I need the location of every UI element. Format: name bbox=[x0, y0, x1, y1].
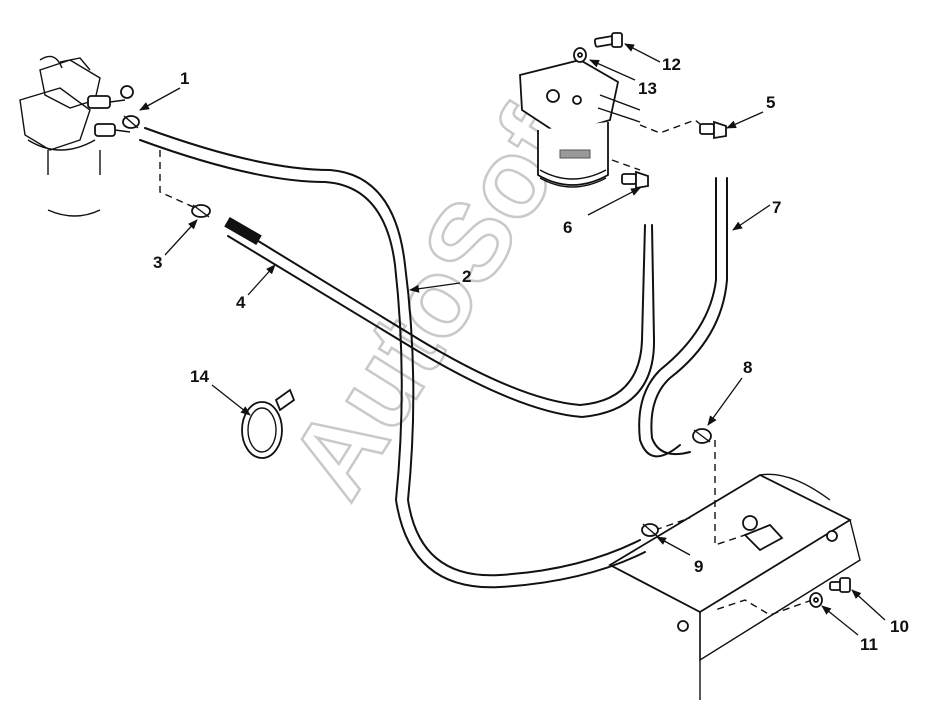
callout-3: 3 bbox=[153, 253, 162, 272]
fuel-pump-assembly bbox=[19, 55, 134, 217]
clamp-1 bbox=[122, 115, 140, 129]
fuel-tank bbox=[608, 473, 861, 700]
washer-13 bbox=[573, 47, 587, 63]
dash-pump-to-clamp3 bbox=[159, 150, 201, 211]
dash-clamp8-to-tank bbox=[714, 440, 746, 546]
hose-4-end bbox=[224, 216, 262, 246]
callout-8: 8 bbox=[743, 358, 752, 377]
clamp-8 bbox=[692, 428, 712, 444]
hose-2-outline bbox=[139, 139, 646, 589]
callout-6: 6 bbox=[563, 218, 572, 237]
hose-4 bbox=[231, 224, 646, 406]
dash-filter-to-fitting6 bbox=[611, 159, 641, 171]
callout-9: 9 bbox=[694, 557, 703, 576]
callout-13: 13 bbox=[638, 79, 657, 98]
hose-7-outline bbox=[650, 177, 728, 456]
callout-1: 1 bbox=[180, 69, 189, 88]
screw-10 bbox=[829, 577, 851, 593]
hose-7 bbox=[638, 177, 717, 458]
leader-lines bbox=[139, 43, 886, 636]
hose-2 bbox=[144, 127, 641, 577]
callout-2: 2 bbox=[462, 267, 471, 286]
callout-12: 12 bbox=[662, 55, 681, 74]
callout-4: 4 bbox=[236, 293, 246, 312]
callout-14: 14 bbox=[190, 367, 209, 386]
callout-10: 10 bbox=[890, 617, 909, 636]
callout-11: 11 bbox=[860, 635, 878, 654]
clamp-9 bbox=[641, 523, 659, 537]
callout-5: 5 bbox=[766, 93, 775, 112]
callout-7: 7 bbox=[772, 198, 781, 217]
fuel-filter-assembly bbox=[519, 59, 641, 188]
fitting-5 bbox=[699, 120, 727, 140]
dash-clamp9-to-tank bbox=[654, 517, 691, 531]
fitting-6 bbox=[621, 170, 649, 190]
washer-11 bbox=[809, 592, 823, 608]
hose-4-outline bbox=[227, 224, 656, 418]
dash-filter-to-fitting5 bbox=[639, 119, 706, 134]
screw-12 bbox=[593, 32, 623, 48]
strap-clamp-14 bbox=[241, 388, 296, 459]
dash-washer11-to-tank bbox=[714, 599, 813, 616]
clamp-3 bbox=[191, 204, 211, 218]
